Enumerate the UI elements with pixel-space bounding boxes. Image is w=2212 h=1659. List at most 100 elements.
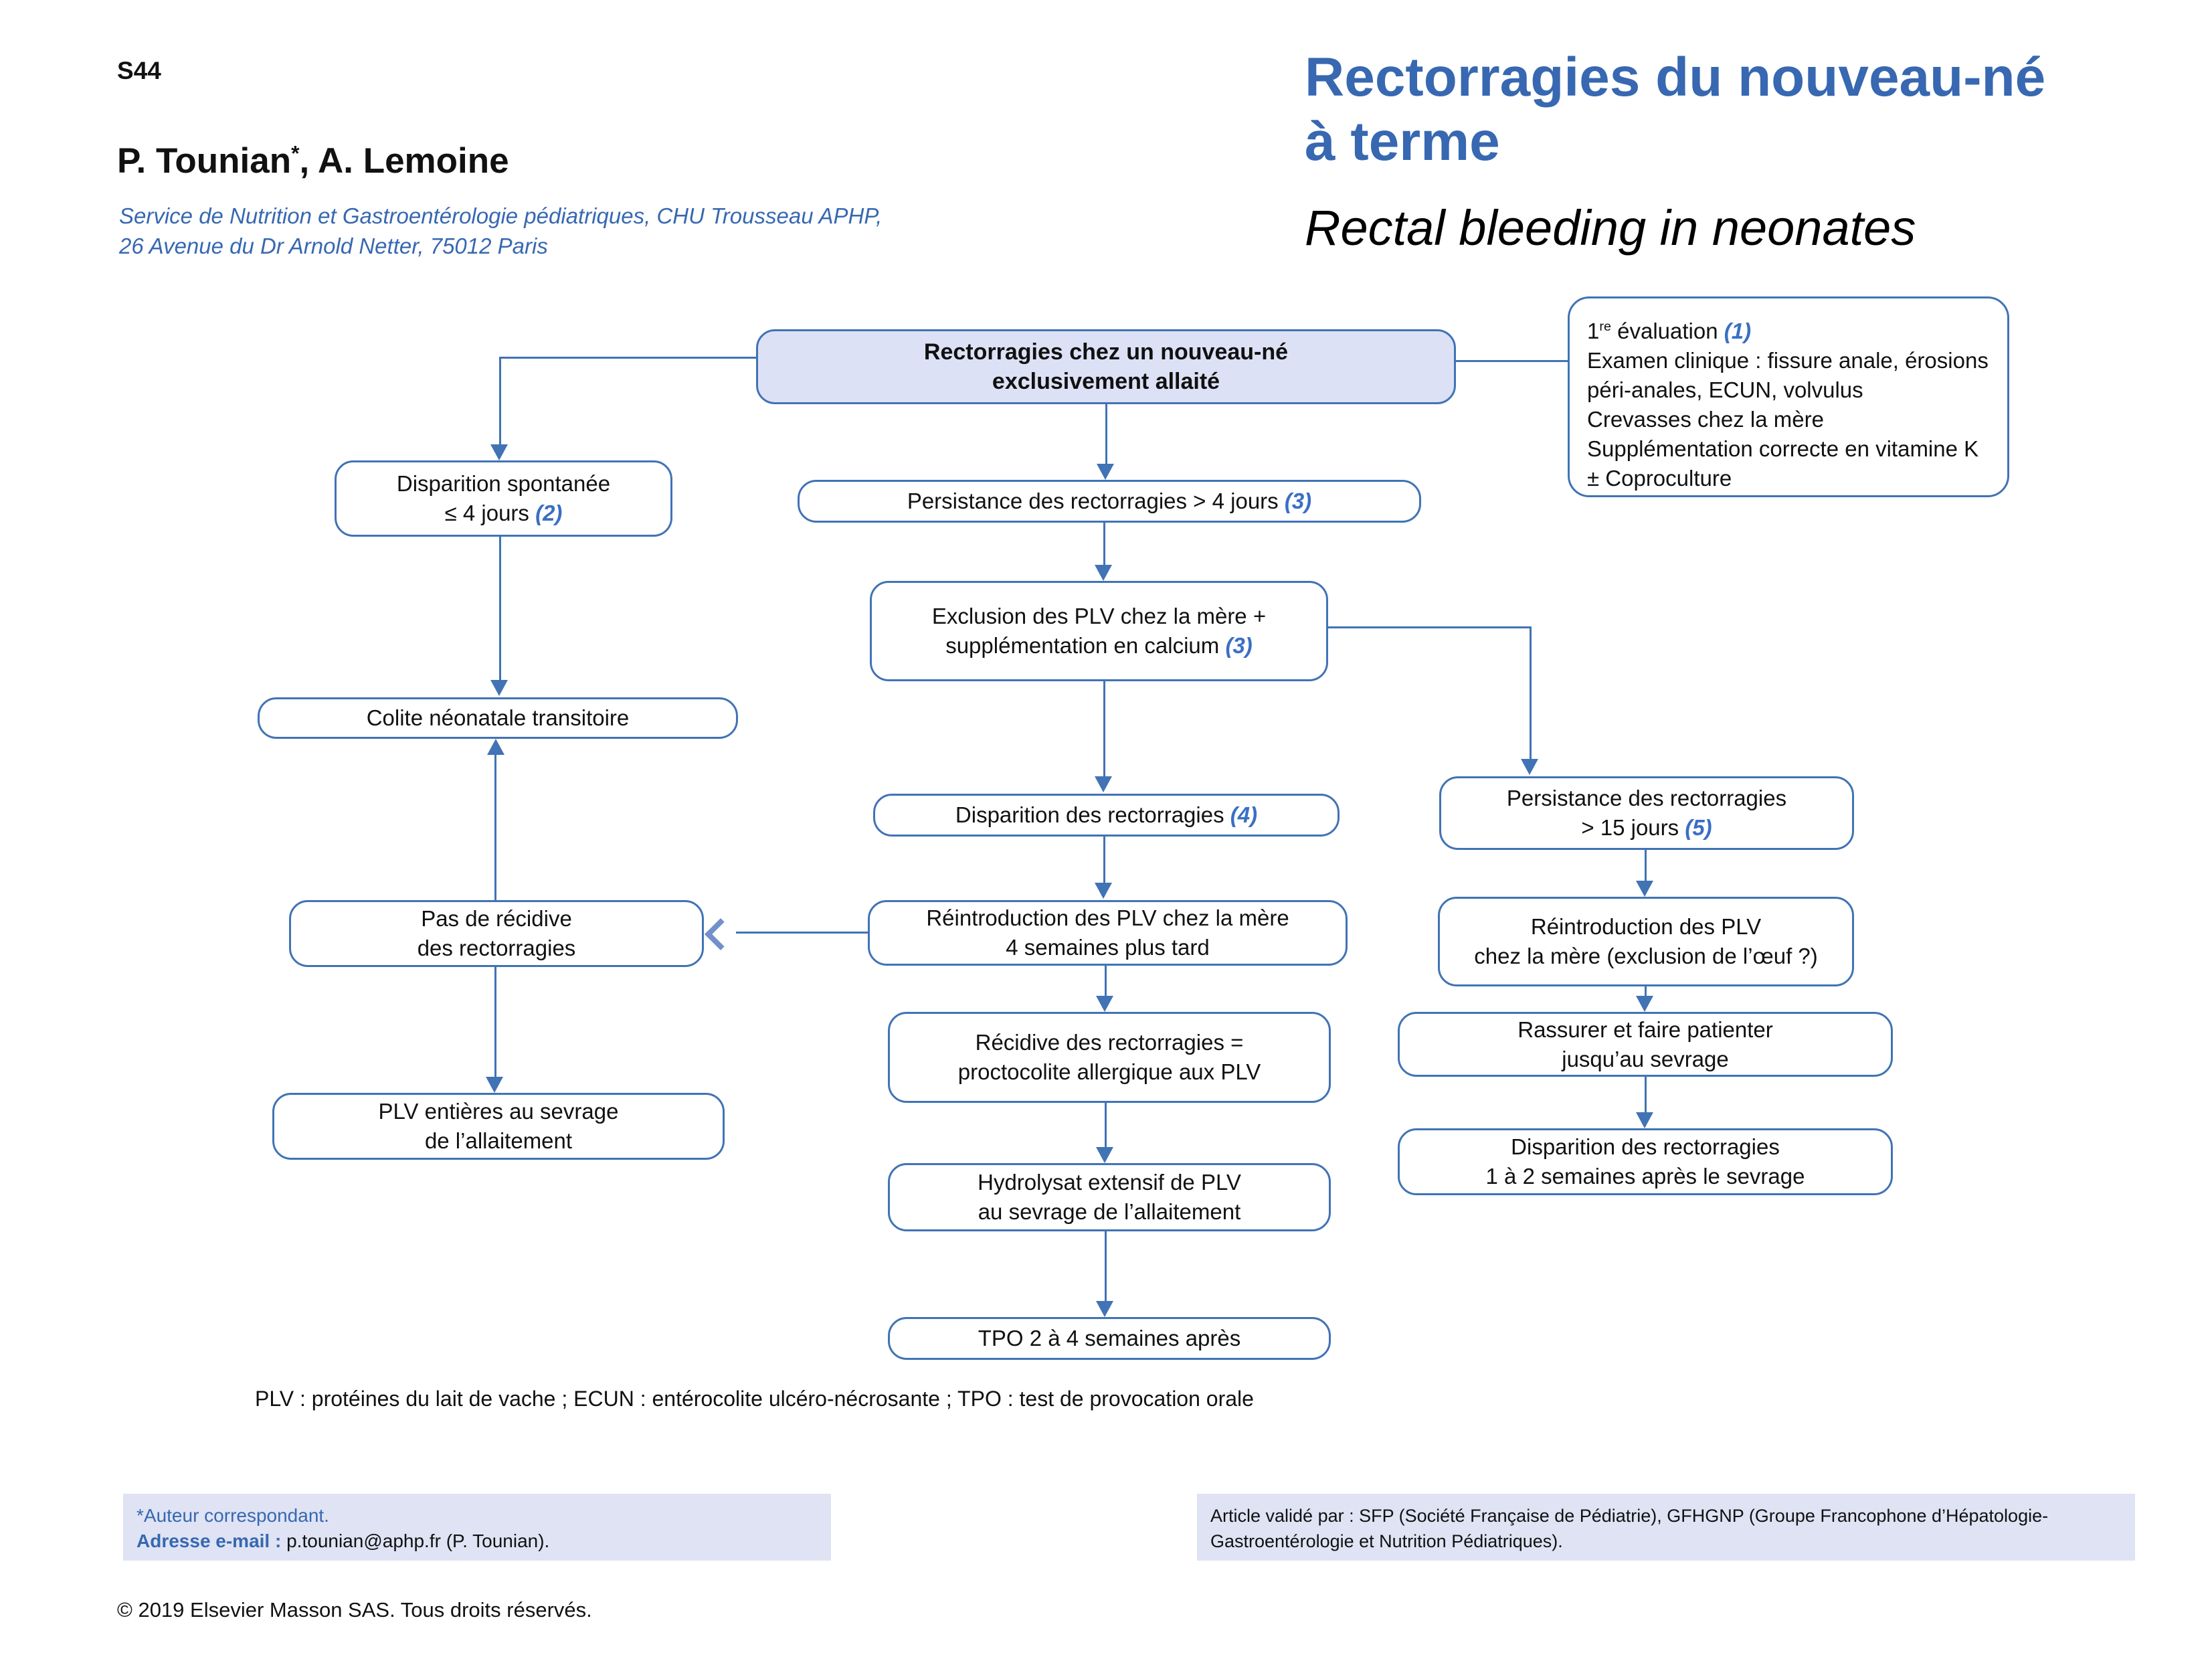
connector-hydrolysat-down xyxy=(1105,1231,1107,1301)
arrowhead-to-disparition-spontanee xyxy=(490,444,508,460)
line: 4 semaines plus tard xyxy=(1006,935,1210,960)
coauthor-name: , A. Lemoine xyxy=(299,141,509,181)
line: PLV entières au sevrage xyxy=(378,1099,619,1124)
article-title-fr: Rectorragies du nouveau-né à terme xyxy=(1305,46,2045,174)
eval-line3: péri-anales, ECUN, volvulus xyxy=(1587,377,1863,402)
connector-oeuf-down xyxy=(1645,986,1647,996)
connector-exclusion-down xyxy=(1103,681,1105,776)
line: Colite néonatale transitoire xyxy=(366,705,630,730)
connector-disparition4-down xyxy=(1103,837,1105,883)
eval-line2: Examen clinique : fissure anale, érosion… xyxy=(1587,348,1989,373)
arrowhead-to-reintroduction-oeuf xyxy=(1636,881,1653,897)
connector-reintroduction-left xyxy=(736,932,868,934)
line: Disparition des rectorragies (4) xyxy=(955,802,1258,827)
line: Récidive des rectorragies = xyxy=(975,1030,1244,1055)
connector-rassurer-down xyxy=(1645,1077,1647,1112)
line: Réintroduction des PLV chez la mère xyxy=(926,905,1289,930)
title-fr-line2: à terme xyxy=(1305,111,1500,172)
node-persistance-4j: Persistance des rectorragies > 4 jours (… xyxy=(798,480,1421,523)
node-pas-de-recidive: Pas de récidive des rectorragies xyxy=(289,900,704,967)
arrowhead-to-reintroduction-4sem xyxy=(1095,883,1112,899)
line: jusqu’au sevrage xyxy=(1562,1046,1729,1071)
connector-exclusion-right-drop xyxy=(1530,626,1532,759)
arrowhead-to-persistance-15j xyxy=(1521,759,1538,775)
connector-persistance15-down xyxy=(1645,850,1647,881)
node-hydrolysat: Hydrolysat extensif de PLV au sevrage de… xyxy=(888,1163,1331,1231)
affiliation-line2: 26 Avenue du Dr Arnold Netter, 75012 Par… xyxy=(119,234,548,258)
node-first-evaluation: 1re évaluation (1) Examen clinique : fis… xyxy=(1568,296,2009,497)
node-recidive-proctocolite: Récidive des rectorragies = proctocolite… xyxy=(888,1012,1331,1103)
line: Disparition des rectorragies xyxy=(1511,1134,1780,1159)
node-disparition-sevrage: Disparition des rectorragies 1 à 2 semai… xyxy=(1398,1128,1893,1195)
line: chez la mère (exclusion de l’œuf ?) xyxy=(1474,944,1818,968)
line: > 15 jours (5) xyxy=(1581,815,1712,840)
node-disparition-rectorragies: Disparition des rectorragies (4) xyxy=(873,794,1340,837)
line: ≤ 4 jours (2) xyxy=(444,501,563,525)
line: supplémentation en calcium (3) xyxy=(945,633,1253,658)
node-start-line2: exclusivement allaité xyxy=(992,369,1220,394)
correspondent-note: *Auteur correspondant. xyxy=(136,1505,329,1526)
connector-pas-recidive-up xyxy=(494,755,496,900)
arrowhead-to-colite xyxy=(490,680,508,696)
node-colite-neonatale: Colite néonatale transitoire xyxy=(258,697,738,739)
connector-reintroduction-down xyxy=(1105,966,1107,996)
line: Réintroduction des PLV xyxy=(1530,914,1762,939)
eval-line1: 1re évaluation (1) xyxy=(1587,319,1752,343)
node-start: Rectorragies chez un nouveau-né exclusiv… xyxy=(756,329,1456,404)
abbreviations-legend: PLV : protéines du lait de vache ; ECUN … xyxy=(255,1387,1254,1411)
eval-line5: Supplémentation correcte en vitamine K xyxy=(1587,436,1979,461)
node-disparition-spontanee: Disparition spontanée ≤ 4 jours (2) xyxy=(335,460,672,537)
node-persistance-15j: Persistance des rectorragies > 15 jours … xyxy=(1439,776,1854,850)
arrowhead-to-hydrolysat xyxy=(1096,1147,1113,1163)
line: Pas de récidive xyxy=(421,906,572,931)
eval-line4: Crevasses chez la mère xyxy=(1587,407,1824,432)
node-rassurer: Rassurer et faire patienter jusqu’au sev… xyxy=(1398,1012,1893,1077)
connector-exclusion-right xyxy=(1328,626,1532,628)
arrowhead-to-tpo xyxy=(1096,1301,1113,1317)
node-start-line1: Rectorragies chez un nouveau-né xyxy=(923,339,1289,365)
line: TPO 2 à 4 semaines après xyxy=(978,1326,1241,1350)
author-asterisk: * xyxy=(291,141,300,165)
affiliation: Service de Nutrition et Gastroentérologi… xyxy=(119,201,882,261)
connector-persistance-down xyxy=(1103,523,1105,565)
article-title-en: Rectal bleeding in neonates xyxy=(1305,200,1916,256)
node-exclusion-plv: Exclusion des PLV chez la mère + supplém… xyxy=(870,581,1328,681)
connector-start-left-drop xyxy=(499,357,501,444)
page-number: S44 xyxy=(117,57,161,84)
email-value[interactable]: p.tounian@aphp.fr (P. Tounian). xyxy=(286,1531,550,1551)
line: 1 à 2 semaines après le sevrage xyxy=(1485,1164,1805,1189)
line: Hydrolysat extensif de PLV xyxy=(978,1170,1241,1195)
connector-disparition-down xyxy=(499,537,501,680)
line: proctocolite allergique aux PLV xyxy=(957,1059,1261,1084)
node-reintroduction-oeuf: Réintroduction des PLV chez la mère (exc… xyxy=(1438,897,1854,986)
eval-line6: ± Coproculture xyxy=(1587,466,1732,491)
line: Disparition spontanée xyxy=(396,471,611,496)
arrowhead-up-to-colite xyxy=(487,739,504,755)
authors: P. Tounian*, A. Lemoine xyxy=(117,141,509,181)
connector-recidive-down xyxy=(1105,1103,1107,1147)
email-line: Adresse e-mail : p.tounian@aphp.fr (P. T… xyxy=(136,1529,818,1554)
line: de l’allaitement xyxy=(424,1128,573,1153)
line: Persistance des rectorragies > 4 jours (… xyxy=(907,489,1312,513)
connector-start-left xyxy=(500,357,756,359)
email-label: Adresse e-mail : xyxy=(136,1531,287,1551)
line: au sevrage de l’allaitement xyxy=(978,1199,1241,1224)
correspondent-footer: *Auteur correspondant. Adresse e-mail : … xyxy=(123,1494,831,1561)
validation-line1: Article validé par : SFP (Société França… xyxy=(1210,1506,2049,1526)
affiliation-line1: Service de Nutrition et Gastroentérologi… xyxy=(119,203,883,228)
validation-line2: Gastroentérologie et Nutrition Pédiatriq… xyxy=(1210,1531,1563,1551)
arrowhead-to-plv-entieres xyxy=(486,1077,503,1093)
title-fr-line1: Rectorragies du nouveau-né xyxy=(1305,47,2046,108)
node-reintroduction-4-semaines: Réintroduction des PLV chez la mère 4 se… xyxy=(868,900,1348,966)
line: Exclusion des PLV chez la mère + xyxy=(931,604,1267,628)
arrowhead-to-exclusion-plv xyxy=(1095,565,1112,581)
node-plv-entieres: PLV entières au sevrage de l’allaitement xyxy=(272,1093,725,1160)
author-name: P. Tounian xyxy=(117,141,292,181)
connector-start-to-evaluation xyxy=(1456,360,1568,362)
line: des rectorragies xyxy=(417,936,576,960)
arrowhead-to-pas-de-recidive xyxy=(704,918,737,951)
arrowhead-to-disparition-sevrage xyxy=(1636,1112,1653,1128)
line: Persistance des rectorragies xyxy=(1506,786,1787,810)
arrowhead-to-recidive xyxy=(1096,996,1113,1012)
